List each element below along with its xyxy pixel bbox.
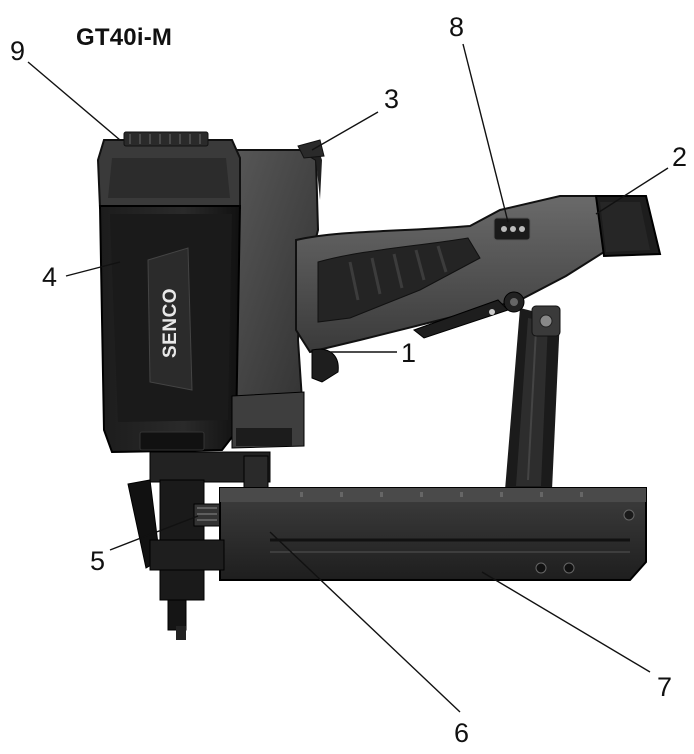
callout-9: 9: [10, 36, 25, 66]
leader-7: [481, 571, 651, 673]
brand-badge: [147, 247, 193, 391]
magazine: [149, 487, 647, 581]
callout-1: 1: [401, 338, 416, 368]
brand-logo: SENCO: [160, 288, 181, 358]
leader-2: [595, 167, 669, 215]
lower-housing: [231, 391, 305, 449]
cylinder-head: [96, 131, 241, 209]
leader-5: [109, 515, 199, 551]
leader-6: [269, 531, 461, 713]
leader-9: [27, 61, 121, 141]
callout-2: 2: [672, 142, 687, 172]
callout-7: 7: [657, 672, 672, 702]
leader-4: [65, 261, 121, 277]
callout-3: 3: [384, 84, 399, 114]
callout-8: 8: [449, 12, 464, 42]
callout-6: 6: [454, 718, 469, 748]
callout-4: 4: [42, 262, 57, 292]
front-cover: SENCO: [98, 205, 253, 454]
leader-lines: [27, 43, 669, 713]
handle: [295, 195, 606, 383]
trigger: [311, 348, 339, 383]
tool-body: [221, 139, 325, 442]
leader-3: [311, 111, 379, 151]
battery-pack: [594, 195, 662, 258]
leader-8: [462, 43, 509, 223]
callout-numbers: 1 2 3 4 5 6 7 8 9: [10, 12, 687, 748]
magazine-support-strut: [505, 305, 561, 490]
exhaust-deflector: [297, 139, 325, 159]
model-title: GT40i-M: [76, 24, 173, 51]
callout-5: 5: [90, 546, 105, 576]
depth-adjust-lever: [412, 291, 525, 339]
